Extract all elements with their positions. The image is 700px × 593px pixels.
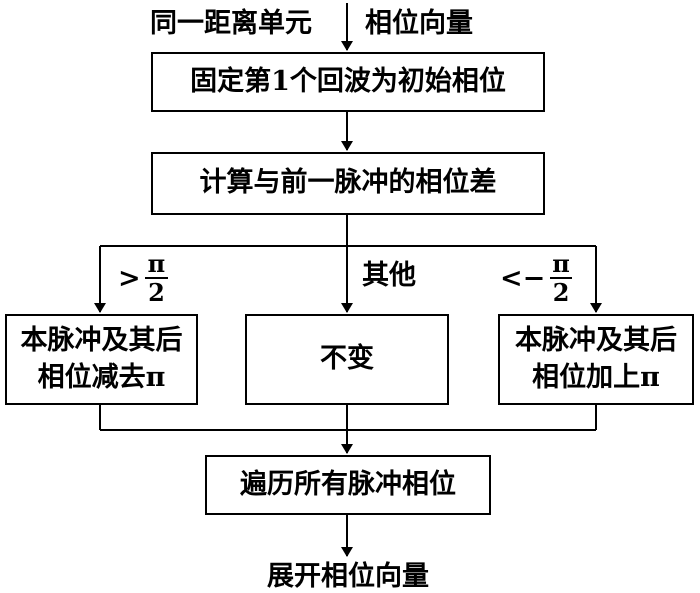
input-label-left: 同一距离单元 bbox=[150, 8, 312, 39]
input-label-right: 相位向量 bbox=[365, 8, 473, 39]
branch-greater-operator: > bbox=[118, 263, 141, 294]
branch-less-denominator: 2 bbox=[549, 277, 573, 305]
branch-label-greater: > π 2 bbox=[118, 252, 168, 305]
branch-greater-numerator: π bbox=[147, 249, 166, 278]
box-unchanged-text: 不变 bbox=[320, 343, 374, 375]
step-fix-initial-phase: 固定第1个回波为初始相位 bbox=[151, 52, 545, 112]
branch-less-numerator: π bbox=[552, 249, 570, 278]
branch-label-less: <− π 2 bbox=[500, 252, 573, 305]
box-add-pi-line1: 本脉冲及其后 bbox=[515, 325, 677, 357]
step-fix-initial-phase-text: 固定第1个回波为初始相位 bbox=[190, 65, 506, 97]
box-add-pi: 本脉冲及其后 相位加上π bbox=[498, 314, 694, 405]
box-subtract-pi: 本脉冲及其后 相位减去π bbox=[5, 314, 198, 405]
branch-greater-denominator: 2 bbox=[145, 277, 168, 305]
box-subtract-pi-line1: 本脉冲及其后 bbox=[20, 325, 183, 357]
branch-less-operator: <− bbox=[500, 263, 546, 294]
box-unchanged: 不变 bbox=[245, 314, 449, 405]
branch-label-other: 其他 bbox=[362, 260, 416, 291]
step-compute-phase-difference-text: 计算与前一脉冲的相位差 bbox=[199, 167, 497, 199]
box-add-pi-line2: 相位加上π bbox=[532, 361, 660, 393]
step-traverse-all-phases: 遍历所有脉冲相位 bbox=[205, 455, 491, 515]
output-label: 展开相位向量 bbox=[267, 561, 429, 592]
box-subtract-pi-line2: 相位减去π bbox=[37, 361, 166, 393]
step-compute-phase-difference: 计算与前一脉冲的相位差 bbox=[151, 152, 545, 215]
step-traverse-all-phases-text: 遍历所有脉冲相位 bbox=[240, 468, 456, 500]
